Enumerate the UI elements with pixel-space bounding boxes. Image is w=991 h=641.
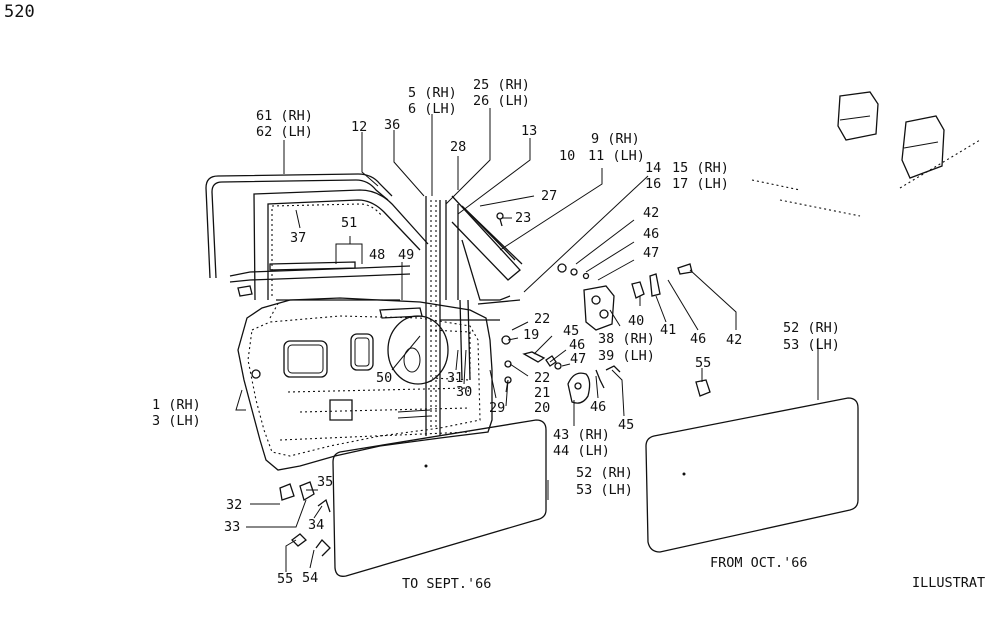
callout-31: 31 bbox=[447, 370, 463, 386]
callout-15: 15 (RH) bbox=[672, 160, 729, 176]
callout-14: 14 bbox=[645, 160, 661, 176]
callout-34: 34 bbox=[308, 517, 324, 533]
callout-36: 36 bbox=[384, 117, 400, 133]
callout-45b: 45 bbox=[618, 417, 634, 433]
callout-22b: 22 bbox=[534, 370, 550, 386]
callout-53a: 53 (LH) bbox=[576, 482, 633, 498]
callout-26: 26 (LH) bbox=[473, 93, 530, 109]
callout-55b: 55 bbox=[277, 571, 293, 587]
callout-51: 51 bbox=[341, 215, 357, 231]
callout-5: 5 (RH) bbox=[408, 85, 457, 101]
callout-61: 61 (RH) bbox=[256, 108, 313, 124]
callout-labels: 1 (RH) 3 (LH) 61 (RH) 62 (LH) 12 36 5 (R… bbox=[152, 77, 840, 587]
callout-11: 11 (LH) bbox=[588, 148, 645, 164]
note-from-oct: FROM OCT.'66 bbox=[710, 555, 808, 571]
trim-panels bbox=[332, 397, 859, 577]
callout-46d: 46 bbox=[590, 399, 606, 415]
callout-13: 13 bbox=[521, 123, 537, 139]
leader-lines bbox=[235, 108, 819, 572]
callout-20: 20 bbox=[534, 400, 550, 416]
callout-42b: 42 bbox=[726, 332, 742, 348]
callout-46b: 46 bbox=[569, 337, 585, 353]
callout-35: 35 bbox=[317, 474, 333, 490]
callout-6: 6 (LH) bbox=[408, 101, 457, 117]
note-illustration: ILLUSTRAT bbox=[912, 575, 985, 591]
callout-49: 49 bbox=[398, 247, 414, 263]
callout-16: 16 bbox=[645, 176, 661, 192]
callout-54: 54 bbox=[302, 570, 318, 586]
callout-41: 41 bbox=[660, 322, 676, 338]
callout-1: 1 (RH) bbox=[152, 397, 201, 413]
callout-50: 50 bbox=[376, 370, 392, 386]
callout-37: 37 bbox=[290, 230, 306, 246]
callout-52b: 52 (RH) bbox=[783, 320, 840, 336]
callout-28: 28 bbox=[450, 139, 466, 155]
callout-40: 40 bbox=[628, 313, 644, 329]
callout-10: 10 bbox=[559, 148, 575, 164]
callout-9: 9 (RH) bbox=[591, 131, 640, 147]
callout-17: 17 (LH) bbox=[672, 176, 729, 192]
callout-38: 38 (RH) bbox=[598, 331, 655, 347]
callout-46c: 46 bbox=[690, 331, 706, 347]
callout-21: 21 bbox=[534, 385, 550, 401]
page-number: 520 bbox=[4, 2, 35, 22]
callout-25: 25 (RH) bbox=[473, 77, 530, 93]
callout-53b: 53 (LH) bbox=[783, 337, 840, 353]
callout-29: 29 bbox=[489, 400, 505, 416]
callout-23: 23 bbox=[515, 210, 531, 226]
window-frame-drawing bbox=[205, 173, 523, 436]
callout-44: 44 (LH) bbox=[553, 443, 610, 459]
callout-39: 39 (LH) bbox=[598, 348, 655, 364]
callout-55a: 55 bbox=[695, 355, 711, 371]
note-to-sept: TO SEPT.'66 bbox=[402, 576, 491, 592]
vent-window-parts bbox=[751, 91, 981, 217]
callout-43: 43 (RH) bbox=[553, 427, 610, 443]
callout-47b: 47 bbox=[570, 351, 586, 367]
callout-48: 48 bbox=[369, 247, 385, 263]
callout-30: 30 bbox=[456, 384, 472, 400]
callout-45a: 45 bbox=[563, 323, 579, 339]
callout-32: 32 bbox=[226, 497, 242, 513]
callout-3: 3 (LH) bbox=[152, 413, 201, 429]
callout-42a: 42 bbox=[643, 205, 659, 221]
callout-19: 19 bbox=[523, 327, 539, 343]
callout-62: 62 (LH) bbox=[256, 124, 313, 140]
callout-12: 12 bbox=[351, 119, 367, 135]
callout-47a: 47 bbox=[643, 245, 659, 261]
hardware-parts bbox=[279, 212, 711, 557]
callout-46a: 46 bbox=[643, 226, 659, 242]
callout-52a: 52 (RH) bbox=[576, 465, 633, 481]
callout-33: 33 bbox=[224, 519, 240, 535]
callout-27: 27 bbox=[541, 188, 557, 204]
callout-22a: 22 bbox=[534, 311, 550, 327]
